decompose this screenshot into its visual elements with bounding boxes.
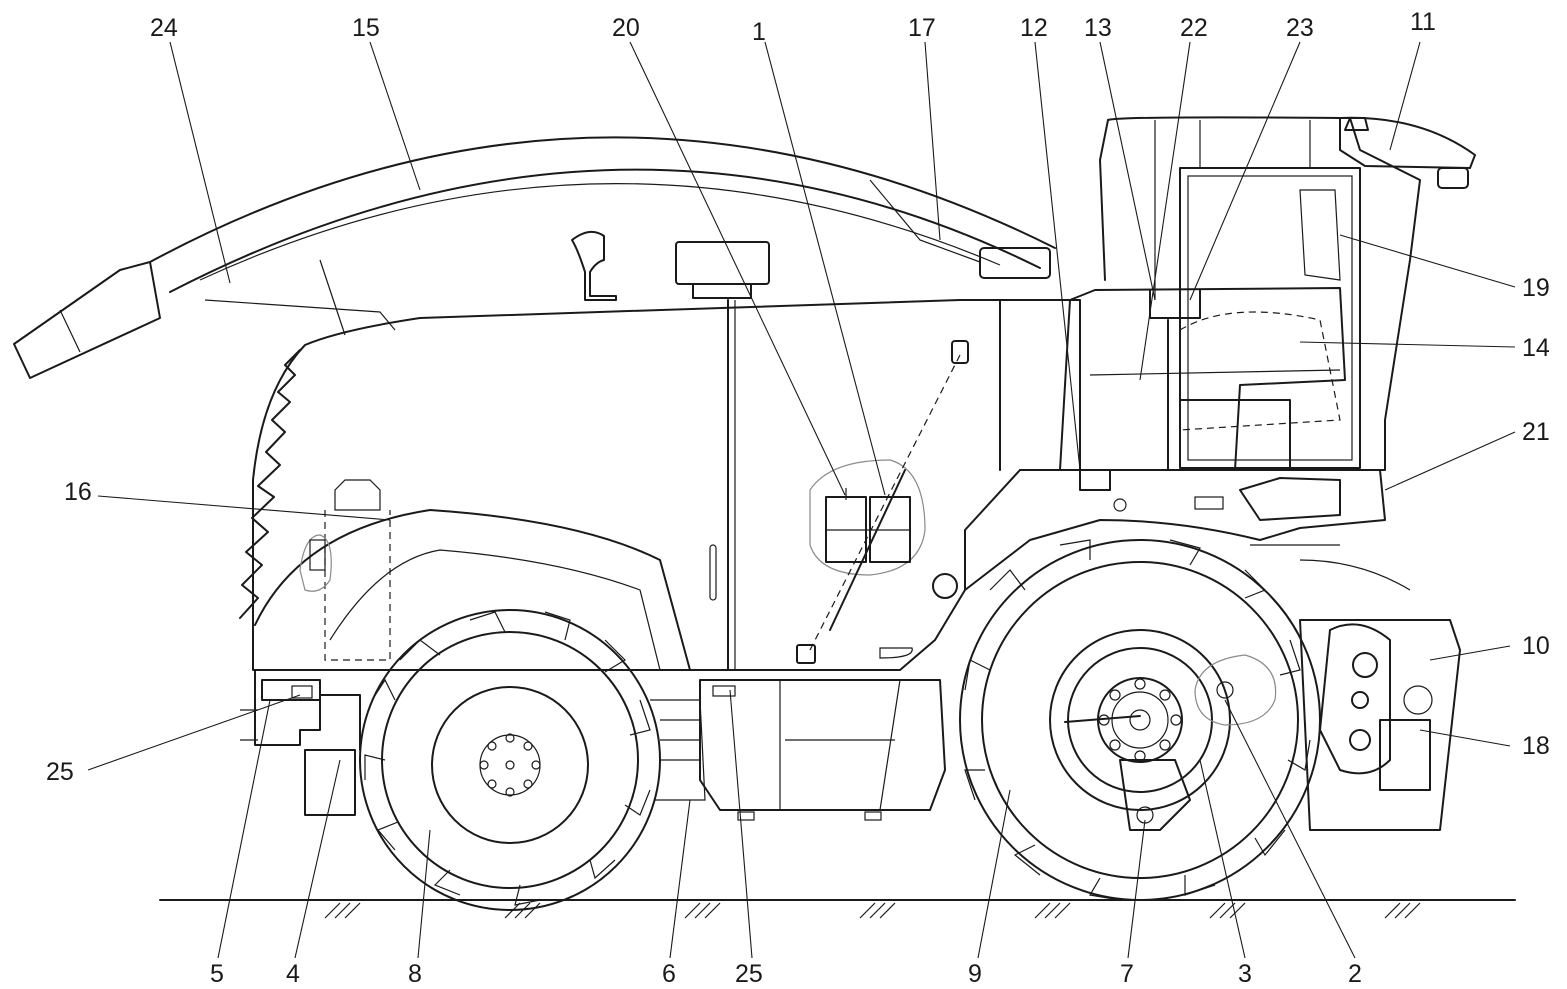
air-filter	[675, 241, 770, 299]
callout-10: 10	[1522, 632, 1550, 660]
callout-16: 16	[64, 478, 92, 506]
callout-21: 21	[1522, 418, 1550, 446]
front-bumper	[240, 669, 361, 816]
cab	[1059, 116, 1476, 521]
callout-19: 19	[1522, 274, 1550, 302]
harvester-body	[239, 299, 1386, 821]
callout-3: 3	[1238, 960, 1252, 988]
callout-1: 1	[752, 18, 766, 46]
callout-23: 23	[1286, 14, 1314, 42]
callout-8: 8	[408, 960, 422, 988]
front-wheel	[359, 609, 661, 911]
callout-20: 20	[612, 14, 640, 42]
discharge-spout	[13, 136, 1056, 379]
callout-11: 11	[1410, 8, 1436, 36]
ground-line	[159, 899, 1516, 919]
callout-15: 15	[352, 14, 380, 42]
callout-22: 22	[1180, 14, 1208, 42]
callout-25: 25	[46, 758, 74, 786]
callout-labels: 24 15 20 1 17 12 13 22 23 11 19 14 21 16…	[46, 8, 1550, 988]
rear-wheel	[959, 539, 1321, 901]
callout-18: 18	[1522, 732, 1550, 760]
exhaust-pipe	[571, 230, 617, 301]
callout-4: 4	[286, 960, 300, 988]
callout-13: 13	[1084, 14, 1112, 42]
callout-5: 5	[210, 960, 224, 988]
callout-7: 7	[1120, 960, 1134, 988]
rear-cooling-unit	[1250, 544, 1461, 831]
fuel-filler	[299, 479, 391, 661]
callout-6: 6	[662, 960, 676, 988]
callout-12: 12	[1020, 14, 1048, 42]
callout-17: 17	[908, 14, 936, 42]
callout-2: 2	[1348, 960, 1362, 988]
gas-strut	[796, 340, 969, 664]
leader-lines	[87, 41, 1516, 959]
callout-24: 24	[150, 14, 178, 42]
callout-25-lower: 25	[735, 960, 763, 988]
battery-box	[809, 459, 926, 576]
callout-14: 14	[1522, 334, 1550, 362]
callout-9: 9	[968, 960, 982, 988]
